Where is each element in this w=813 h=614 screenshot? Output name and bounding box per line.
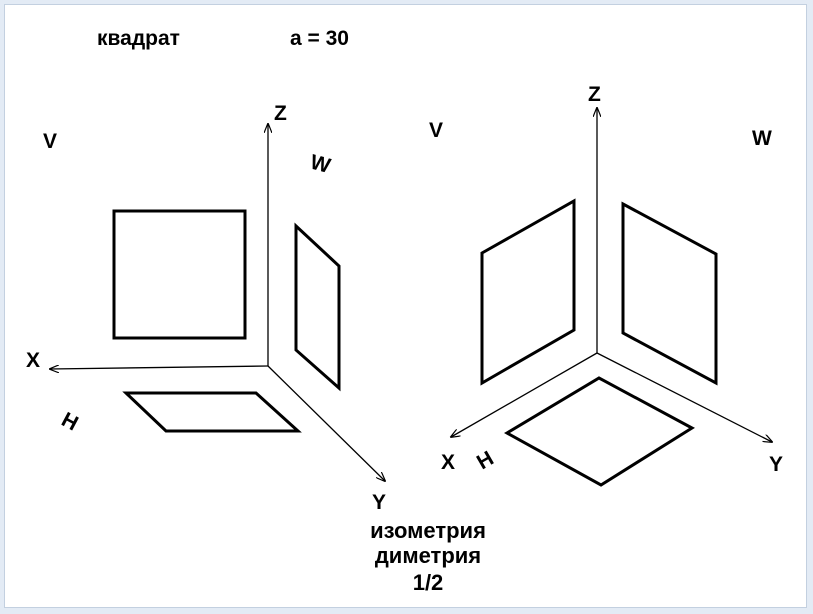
- left-square-h: [122, 391, 302, 433]
- right-label-h: H: [473, 447, 498, 475]
- caption-isometry: изометрия: [370, 518, 486, 543]
- side-length: a = 30: [290, 27, 349, 50]
- caption-dimetry: диметрия: [375, 543, 481, 568]
- right-label-v: V: [429, 119, 443, 142]
- left-label-z: Z: [274, 102, 287, 125]
- right-label-x: X: [441, 451, 455, 474]
- right-label-z: Z: [588, 83, 601, 106]
- right-square-h: [503, 376, 695, 487]
- left-x-axis: [50, 366, 269, 369]
- left-label-v: V: [43, 130, 57, 153]
- right-x-axis: [451, 352, 598, 437]
- left-label-h: H: [58, 408, 82, 435]
- left-square-v: [112, 209, 247, 340]
- left-square-w: [294, 222, 341, 392]
- left-label-y: Y: [372, 491, 386, 514]
- right-label-y: Y: [769, 453, 783, 476]
- right-square-v: [480, 198, 576, 386]
- left-label-w: W: [308, 151, 333, 178]
- page-frame: [4, 4, 807, 608]
- shape-name: квадрат: [97, 27, 180, 50]
- caption-ratio: 1/2: [413, 570, 444, 595]
- right-label-w: W: [752, 127, 772, 150]
- left-y-axis: [267, 365, 385, 481]
- right-y-axis: [596, 352, 772, 442]
- right-square-w: [621, 201, 718, 386]
- left-label-x: X: [26, 349, 40, 372]
